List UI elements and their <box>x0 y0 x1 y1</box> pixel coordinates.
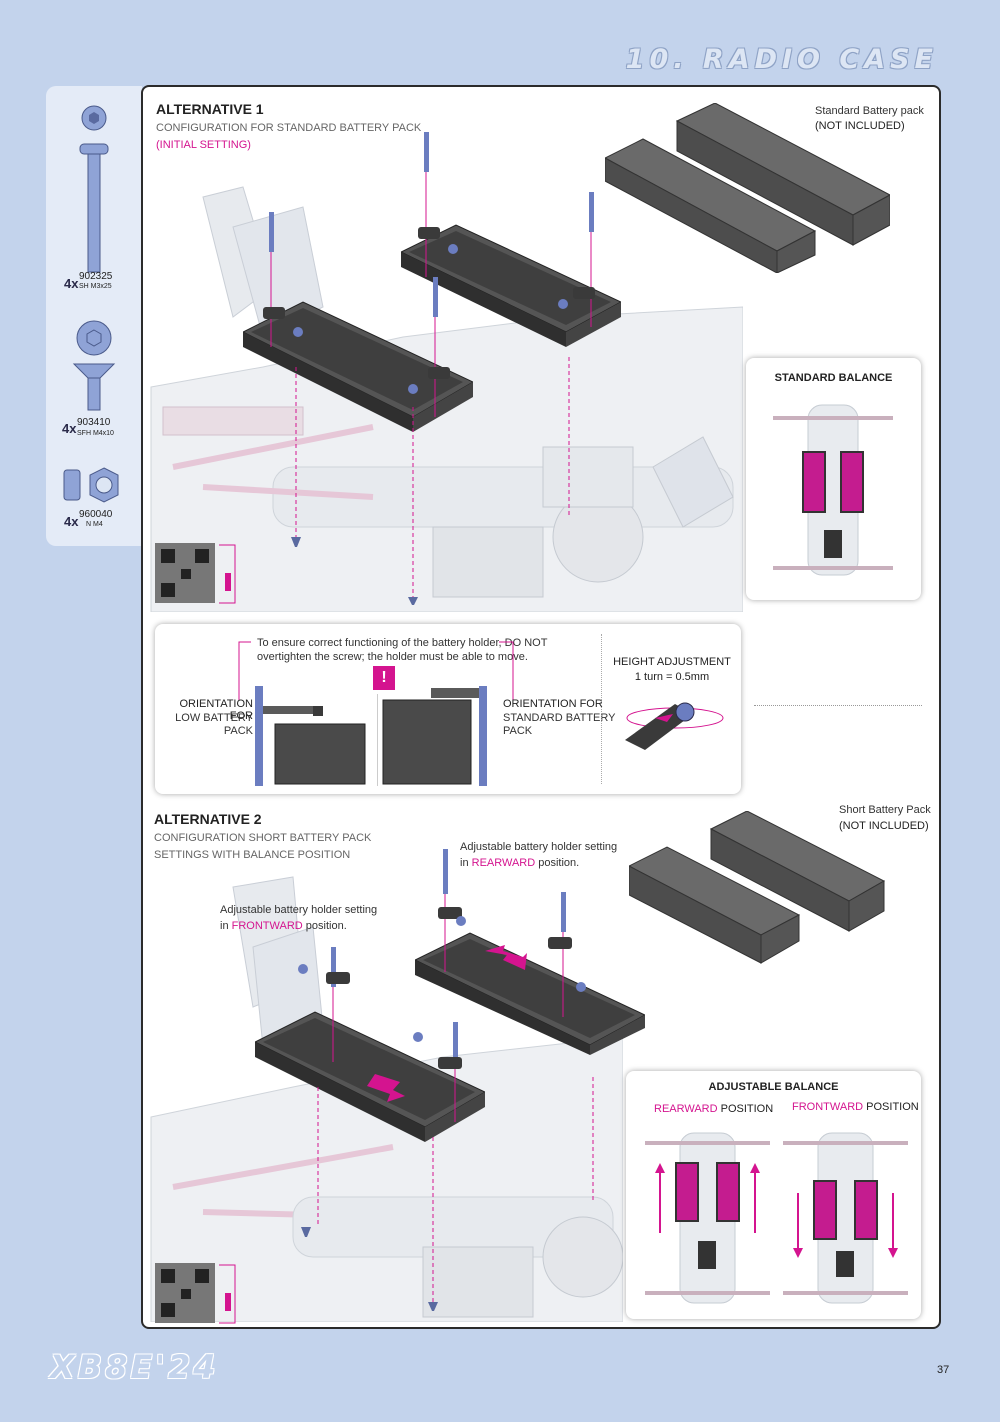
standard-orientation-illustration <box>382 686 487 786</box>
standard-balance-panel: STANDARD BALANCE <box>746 358 921 600</box>
page-number: 37 <box>937 1364 950 1376</box>
height-adjust-value: 1 turn = 0.5mm <box>634 671 710 683</box>
chassis-illustration-2 <box>150 876 623 1322</box>
chassis-illustration <box>150 186 743 612</box>
frontward-note-line-2: in FRONTWARD position. <box>220 919 347 933</box>
part-desc: SFH M4x10 <box>77 430 114 437</box>
button-head-screw-icon <box>79 105 109 273</box>
standard-battery-pack <box>605 103 890 273</box>
part-code: 960040 <box>79 509 113 520</box>
adjustable-balance-panel: ADJUSTABLE BALANCE REARWARD POSITION FRO… <box>626 1071 921 1319</box>
rearward-chassis-icon <box>645 1132 770 1304</box>
frontward-note-line-1: Adjustable battery holder setting <box>220 904 378 916</box>
warning-icon: ! <box>373 666 395 690</box>
product-logo: XB8E'24 <box>50 1348 219 1386</box>
qr-code-icon <box>155 543 236 604</box>
assembly-lines-2 <box>298 849 594 1311</box>
section-title: 10. RADIO CASE <box>625 44 938 75</box>
battery-holder-rear-2 <box>415 932 645 1055</box>
rearward-note-line-2: in REARWARD position. <box>460 856 579 870</box>
part-qty: 4x <box>64 276 79 291</box>
part-code: 903410 <box>77 417 111 428</box>
main-frame: ALTERNATIVE 1 CONFIGURATION FOR STANDARD… <box>141 85 941 1329</box>
dotted-separator <box>754 705 922 706</box>
qr-code-icon <box>155 1263 236 1324</box>
part-code: 902325 <box>79 271 113 282</box>
height-adjust-title: HEIGHT ADJUSTMENT <box>613 656 731 668</box>
orient-std-line2: PACK <box>503 725 533 737</box>
flat-head-screw-icon <box>72 320 116 411</box>
alt2-subtitle-1: CONFIGURATION SHORT BATTERY PACK <box>154 832 372 844</box>
part-qty: 4x <box>62 421 77 436</box>
height-adjust-icon <box>625 702 724 750</box>
alt2-battery-label: Short Battery Pack <box>839 804 931 816</box>
orient-std-prefix: ORIENTATION FOR <box>503 698 603 710</box>
alt1-battery-note: (NOT INCLUDED) <box>815 120 905 132</box>
frontward-position-suffix: POSITION <box>866 1101 919 1113</box>
rearward-position-suffix: POSITION <box>720 1103 774 1115</box>
chassis-topview-icon <box>773 404 893 576</box>
short-battery-pack <box>629 811 886 964</box>
frontward-chassis-icon <box>783 1132 908 1304</box>
rearward-position-word: REARWARD <box>654 1103 718 1115</box>
part-qty: 4x <box>64 514 79 529</box>
info-panel: To ensure correct functioning of the bat… <box>155 624 741 794</box>
standard-balance-title: STANDARD BALANCE <box>774 372 893 384</box>
orient-std-line1: STANDARD BATTERY <box>503 712 616 724</box>
alt1-title: ALTERNATIVE 1 <box>156 101 264 117</box>
alt2-title: ALTERNATIVE 2 <box>154 811 262 827</box>
alt2-subtitle-2: SETTINGS WITH BALANCE POSITION <box>154 849 351 861</box>
frontward-note-end: position. <box>305 920 347 932</box>
frontward-position-word: FRONTWARD <box>792 1101 864 1113</box>
parts-sidebar: 4x 902325 SH M3x25 4x 903410 SFH M4x10 4… <box>46 86 142 546</box>
rearward-note-end: position. <box>538 857 580 869</box>
rearward-note-word: REARWARD <box>471 857 536 869</box>
orient-low-line1: LOW BATTERY <box>175 712 253 724</box>
orient-low-line2: PACK <box>223 725 253 737</box>
rearward-note-line-1: Adjustable battery holder setting <box>460 841 618 853</box>
nut-icon <box>63 467 119 503</box>
orient-low-prefix: ORIENTATION FOR <box>179 698 253 722</box>
frontward-note-word: FRONTWARD <box>231 920 303 932</box>
part-desc: SH M3x25 <box>79 283 112 290</box>
orient-divider <box>377 694 378 786</box>
rearward-note-in: in <box>460 857 469 869</box>
height-divider <box>601 634 603 784</box>
part-desc: N M4 <box>86 521 103 528</box>
alt1-subtitle: CONFIGURATION FOR STANDARD BATTERY PACK <box>156 122 422 134</box>
frontward-note-in: in <box>220 920 229 932</box>
frontward-position-label: FRONTWARD POSITION <box>792 1101 919 1113</box>
warning-line-1: To ensure correct functioning of the bat… <box>257 637 548 649</box>
adjustable-balance-title: ADJUSTABLE BALANCE <box>708 1081 839 1093</box>
warning-bracket <box>238 641 514 700</box>
alt2-battery-note: (NOT INCLUDED) <box>839 820 929 832</box>
alt1-note: (INITIAL SETTING) <box>156 139 251 151</box>
rearward-position-label: REARWARD POSITION <box>654 1103 773 1115</box>
assembly-lines <box>263 132 595 605</box>
warning-line-2: overtighten the screw; the holder must b… <box>257 651 528 663</box>
alt1-battery-label: Standard Battery pack <box>815 105 924 117</box>
low-orientation-illustration <box>255 686 366 786</box>
